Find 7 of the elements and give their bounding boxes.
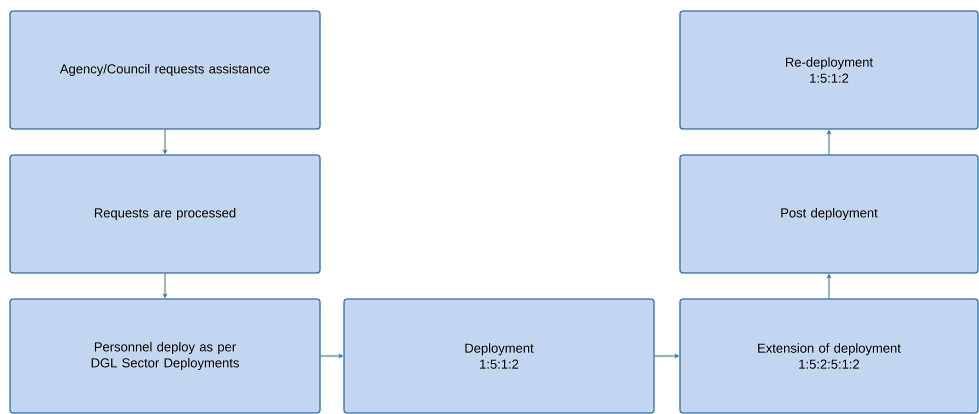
process-box: Personnel deploy as per DGL Sector Deployments	[9, 298, 321, 414]
process-box: Extension of deployment 1:5:2:5:1:2	[679, 298, 979, 414]
process-box: Re-deployment 1:5:1:2	[679, 10, 979, 130]
process-box: Deployment 1:5:1:2	[343, 298, 655, 414]
process-box: Post deployment	[679, 154, 979, 274]
process-box: Requests are processed	[9, 154, 321, 274]
process-box: Agency/Council requests assistance	[9, 10, 321, 130]
